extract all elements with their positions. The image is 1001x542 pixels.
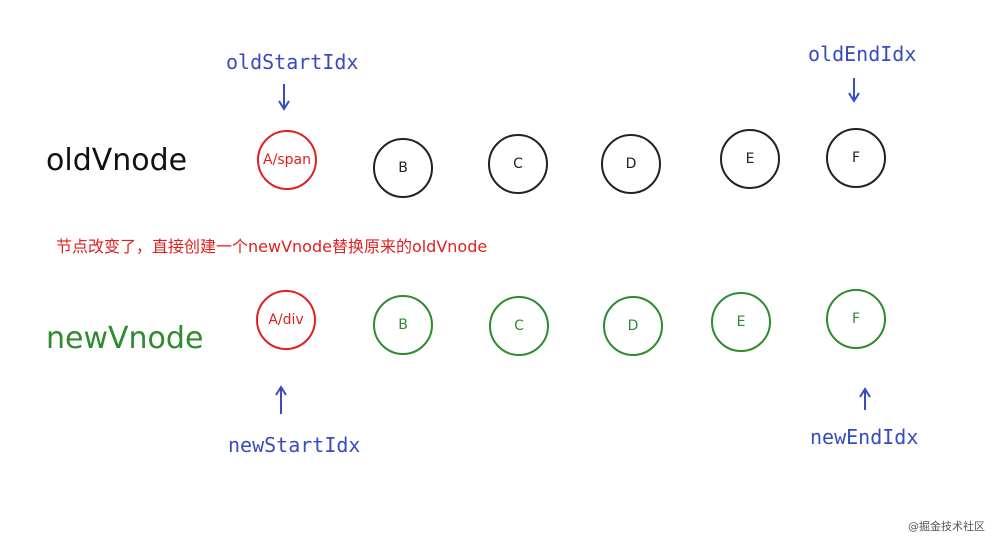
new-node-a: A/div <box>256 290 316 350</box>
watermark: @掘金技术社区 <box>908 520 985 533</box>
old-node-f: F <box>826 128 886 188</box>
old-node-a: A/span <box>257 130 317 190</box>
old-node-b: B <box>373 138 433 198</box>
new-start-arrow-icon <box>275 385 287 414</box>
old-node-c: C <box>488 134 548 194</box>
new-node-b: B <box>373 295 433 355</box>
old-end-arrow-icon <box>848 78 860 103</box>
new-node-d: D <box>603 296 663 356</box>
new-node-e: E <box>711 292 771 352</box>
old-end-idx-label: oldEndIdx <box>808 42 917 66</box>
new-start-idx-label: newStartIdx <box>228 433 361 457</box>
old-start-arrow-icon <box>278 84 290 111</box>
old-node-e: E <box>720 129 780 189</box>
old-vnode-label: oldVnode <box>46 143 188 178</box>
new-node-c: C <box>489 296 549 356</box>
new-end-arrow-icon <box>859 387 871 410</box>
old-start-idx-label: oldStartIdx <box>226 50 359 74</box>
new-end-idx-label: newEndIdx <box>810 425 919 449</box>
new-vnode-label: newVnode <box>46 321 204 356</box>
change-note: 节点改变了，直接创建一个newVnode替换原来的oldVnode <box>56 237 488 256</box>
old-node-d: D <box>601 134 661 194</box>
new-node-f: F <box>826 289 886 349</box>
